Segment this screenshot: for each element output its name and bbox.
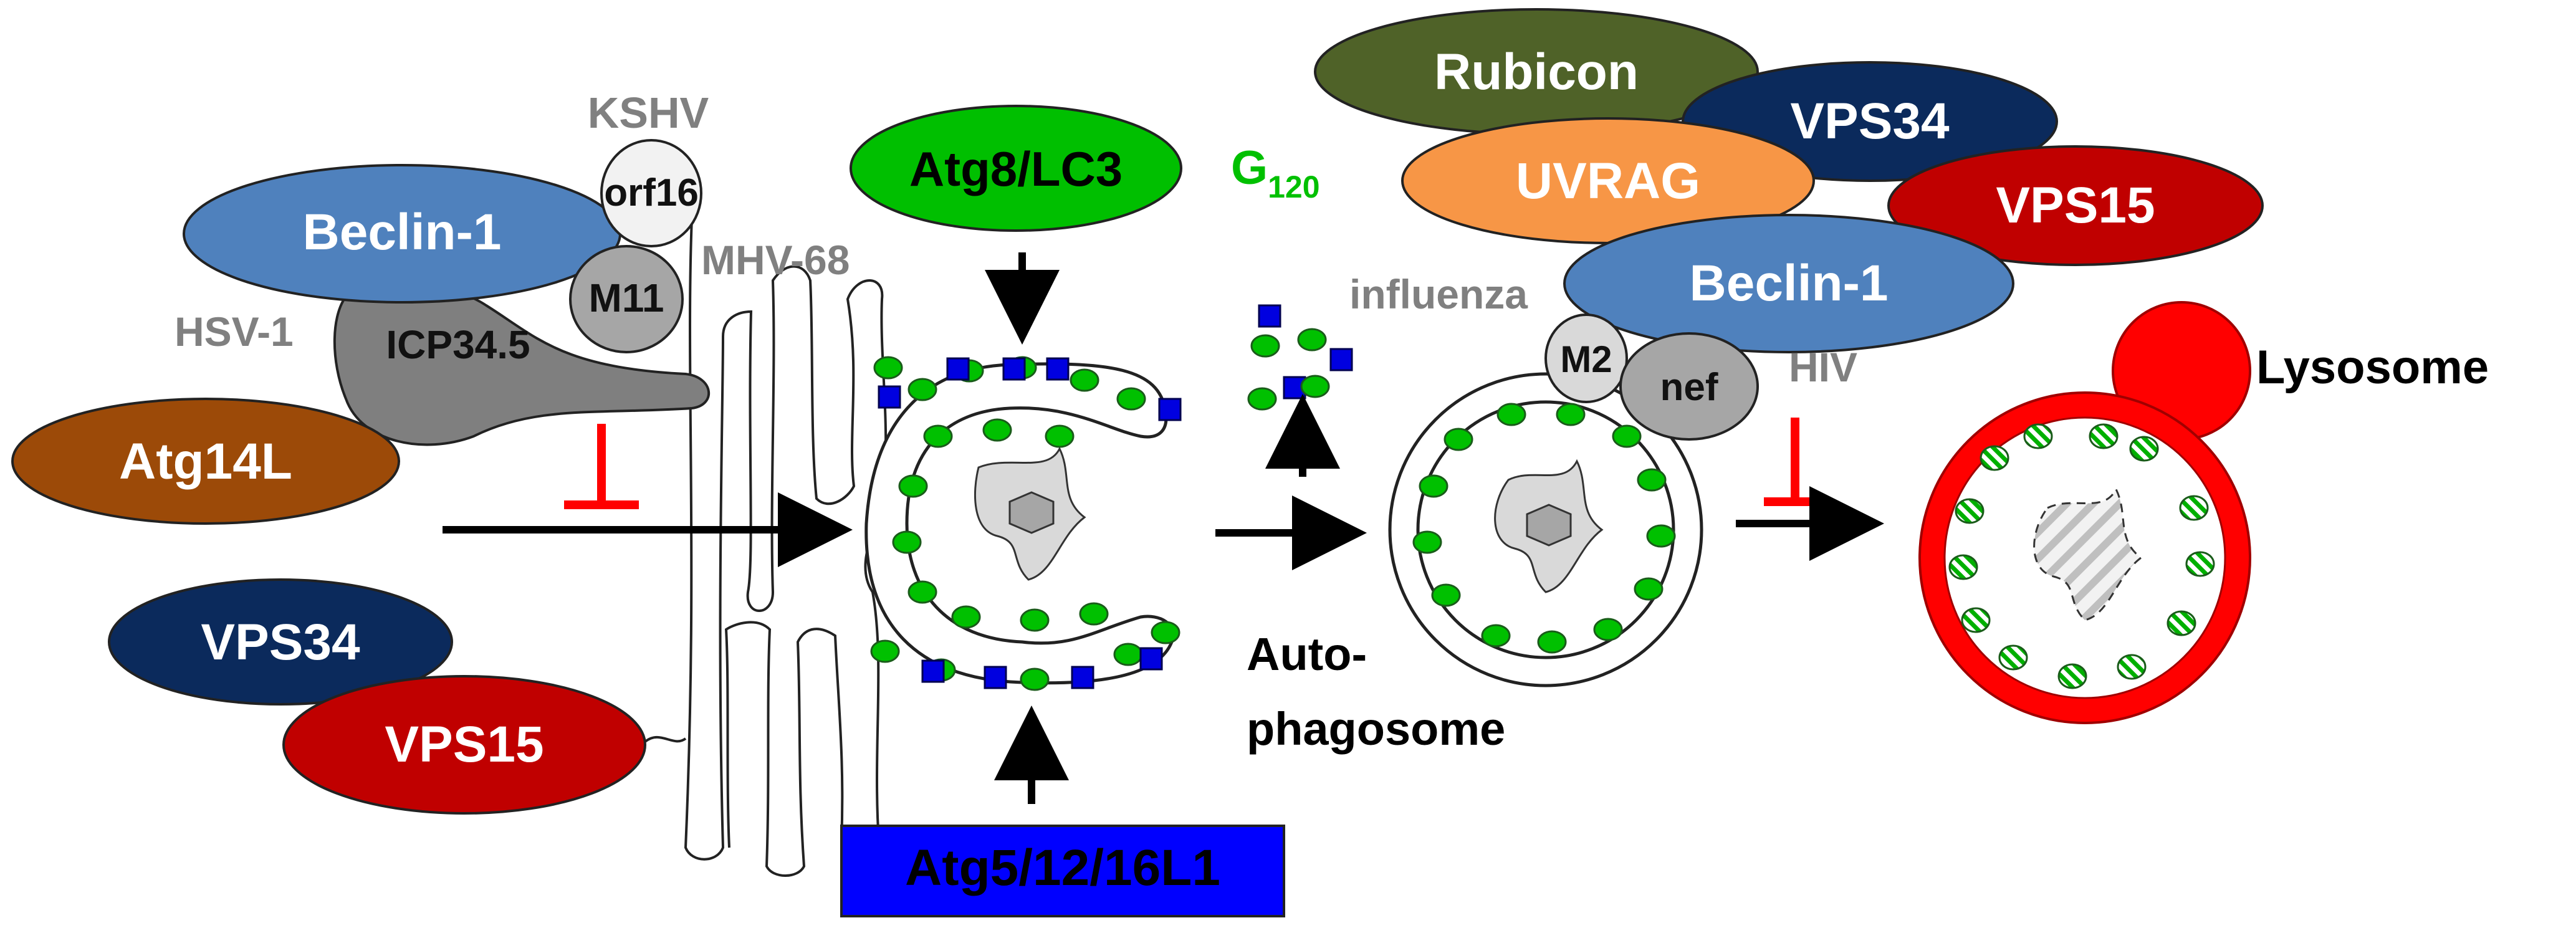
atg8lc3-label: Atg8/LC3 [909, 141, 1123, 196]
autophagosome-hexagon [1526, 504, 1572, 547]
hiv-label: HIV [1789, 344, 1857, 390]
beclin1-left-label: Beclin-1 [303, 204, 502, 261]
atg14l-ellipse [11, 398, 400, 525]
released-markers [1247, 304, 1353, 411]
vps34-left-ellipse [108, 578, 453, 706]
atg51216-box [840, 825, 1285, 917]
vps34-right-label: VPS34 [1790, 93, 1950, 150]
vps15-right-ellipse [1887, 145, 2264, 266]
icp345-shape [333, 280, 710, 446]
lysosome-label: Lysosome [2256, 341, 2489, 394]
kshv-label: KSHV [588, 89, 709, 137]
cargo-hexagon [1008, 491, 1055, 534]
orf16-ellipse [600, 139, 702, 247]
atg14l-label: Atg14L [119, 433, 292, 490]
autolysosome-cargo [2033, 487, 2143, 621]
inhibition-bar-icon [1764, 418, 1826, 506]
nef-ellipse [1619, 332, 1759, 441]
atg-squares-phagophore [878, 357, 1182, 689]
icp345-label: ICP34.5 [386, 322, 530, 367]
g120-label: G120 [1231, 141, 1320, 204]
vps34-left-label: VPS34 [201, 614, 360, 671]
lc3-dots-autophagosome [1412, 403, 1676, 654]
atg8lc3-ellipse [850, 105, 1182, 232]
influenza-label: influenza [1349, 271, 1528, 317]
vps15-tether [644, 735, 687, 743]
autophagosome-label-line2: phagosome [1247, 703, 1505, 755]
m2-ellipse [1544, 313, 1628, 403]
vps15-left-ellipse [282, 675, 646, 815]
nef-label: nef [1660, 366, 1718, 409]
beclin1-right-label: Beclin-1 [1690, 255, 1889, 312]
degraded-lc3-dots [1948, 423, 2215, 689]
m11-label: M11 [589, 275, 664, 320]
hsv1-label: HSV-1 [175, 309, 294, 355]
orf16-label: orf16 [604, 171, 699, 214]
inhibition-bar-icon [564, 424, 639, 509]
m2-label: M2 [1560, 338, 1612, 380]
rubicon-label: Rubicon [1434, 44, 1639, 100]
vps15-left-label: VPS15 [385, 716, 543, 773]
atg51216-label: Atg5/12/16L1 [905, 840, 1220, 896]
er-membrane [684, 218, 888, 877]
autophagosome-label-line1: Auto- [1247, 628, 1367, 680]
mhv68-label: MHV-68 [701, 237, 850, 283]
uvrag-label: UVRAG [1516, 153, 1700, 209]
vps15-right-label: VPS15 [1996, 177, 2155, 234]
beclin1-right-ellipse [1563, 214, 2014, 353]
m11-ellipse [569, 245, 684, 353]
